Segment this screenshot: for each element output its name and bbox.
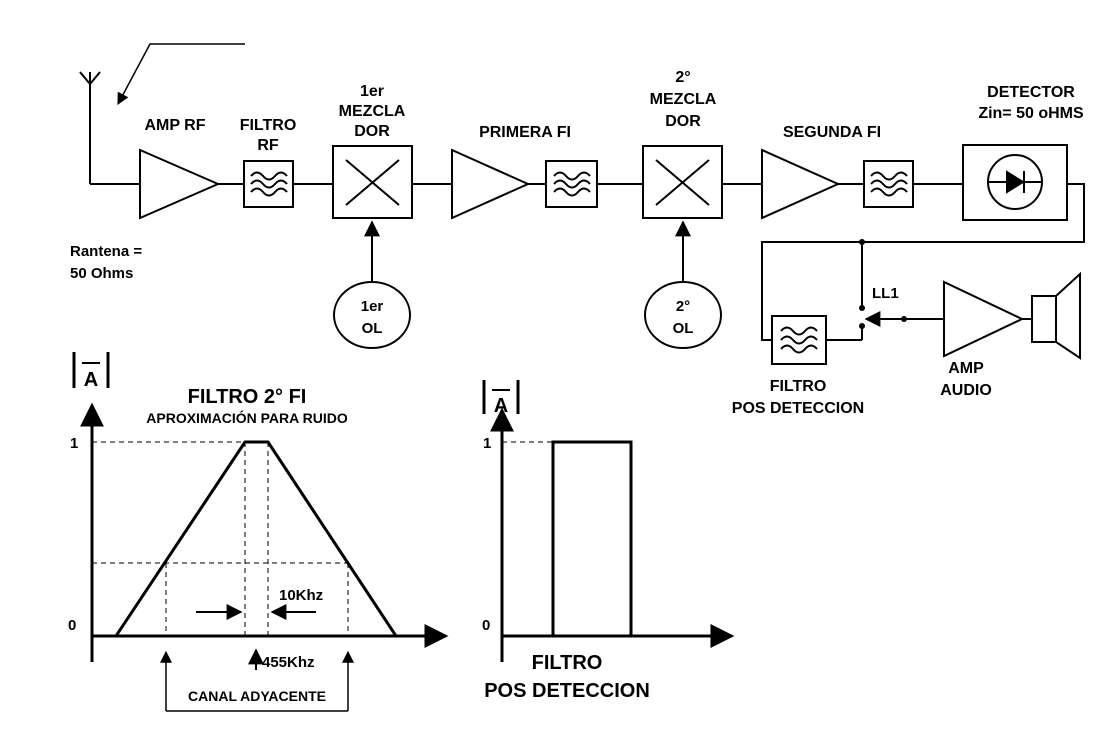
filtro-pos-label-2: POS DETECCION — [732, 400, 864, 417]
ol1-label-1: 1er — [361, 298, 384, 315]
signal-path — [90, 183, 1085, 341]
filtro-pos-label-1: FILTRO — [770, 378, 827, 395]
ol1-label-2: OL — [362, 320, 383, 337]
detector-label-2: Zin= 50 oHMS — [978, 105, 1084, 122]
graph1-subtitle: APROXIMACIÓN PARA RUIDO — [146, 409, 348, 426]
mezclador-2-label-1: 2° — [675, 69, 690, 86]
filter-wave-icon — [553, 171, 591, 197]
mezclador-2-label-3: DOR — [665, 113, 701, 130]
graph2-title-1: FILTRO — [532, 652, 603, 674]
graph2-y-zero: 0 — [482, 617, 490, 634]
switch-label: LL1 — [872, 285, 899, 302]
mezclador-1-label-2: MEZCLA — [339, 103, 406, 120]
graph2-title-2: POS DETECCION — [484, 680, 650, 702]
amp-rf-triangle — [139, 148, 221, 220]
amp-audio-label-1: AMP — [948, 360, 984, 377]
ol2-circle — [644, 281, 722, 349]
filtro-fi1-box — [545, 160, 598, 208]
filtro-rf-box — [243, 160, 294, 208]
antenna-pointer — [117, 43, 245, 106]
filter-wave-icon — [250, 171, 288, 197]
mezclador-2-box — [642, 145, 723, 219]
graph1-y-zero: 0 — [68, 617, 76, 634]
amp-rf-label: AMP RF — [144, 117, 205, 134]
primera-fi-triangle — [451, 148, 531, 220]
graph1-title: FILTRO 2° FI — [188, 386, 307, 408]
mezclador-1-label-1: 1er — [360, 83, 384, 100]
graph-1: A FILTRO 2° FI APROXIMACIÓN PARA RUIDO 1… — [68, 352, 449, 712]
filtro-fi2-box — [863, 160, 914, 208]
graph1-axis-label: A — [72, 352, 110, 391]
graph2-rect-response — [551, 440, 633, 636]
detector-label-1: DETECTOR — [987, 84, 1075, 101]
antenna-icon — [79, 71, 101, 184]
segunda-fi-triangle — [761, 148, 841, 220]
antenna-impedance-value: 50 Ohms — [70, 265, 133, 282]
filtro-rf-label-1: FILTRO — [240, 117, 297, 134]
graph-2: A 1 0 FILTRO POS DETECCION — [482, 380, 735, 702]
amp-audio-label-2: AUDIO — [940, 382, 992, 399]
amp-audio-triangle — [943, 280, 1025, 358]
mezclador-2-label-2: MEZCLA — [650, 91, 717, 108]
filter-wave-icon — [780, 326, 818, 354]
ol2-label-2: OL — [673, 320, 694, 337]
mezclador-1-box — [332, 145, 413, 219]
speaker-icon — [1031, 271, 1081, 360]
filter-wave-icon — [870, 171, 908, 197]
graph2-axis-label: A — [482, 380, 520, 417]
graph1-trapezoid-response — [114, 440, 398, 637]
mezclador-1-label-3: DOR — [354, 123, 390, 140]
graph1-adjacent-label: CANAL ADYACENTE — [188, 688, 326, 704]
graph1-fc-label: 455Khz — [262, 654, 315, 671]
switch-contact-top — [859, 305, 865, 311]
filtro-pos-box — [771, 315, 827, 365]
graph1-adjacent-bracket — [160, 650, 354, 712]
graph1-y-one: 1 — [70, 435, 78, 452]
ol1-circle — [333, 281, 411, 349]
svg-text:A: A — [494, 395, 508, 417]
graph2-y-one: 1 — [483, 435, 491, 452]
svg-text:A: A — [84, 369, 98, 391]
detector-box — [962, 144, 1068, 221]
graph1-dashed-guides — [92, 441, 349, 636]
junction-dot — [859, 239, 865, 245]
graph1-bw-label: 10Khz — [279, 587, 323, 604]
filtro-rf-label-2: RF — [257, 137, 279, 154]
segunda-fi-label: SEGUNDA FI — [783, 124, 881, 141]
ol2-label-1: 2° — [676, 298, 690, 315]
primera-fi-label: PRIMERA FI — [479, 124, 571, 141]
antenna-impedance-label: Rantena = — [70, 243, 142, 260]
